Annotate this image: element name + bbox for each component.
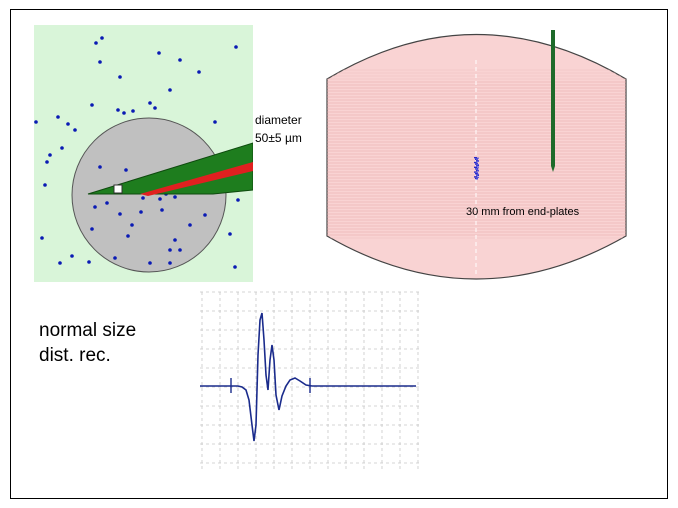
fiber-dot [173,238,177,242]
fiber-dot [158,197,162,201]
fiber-dot [228,232,232,236]
needle-tip-marker [113,184,123,194]
fiber-dot [126,234,130,238]
activity-dot [476,159,478,161]
fiber-dot [213,120,217,124]
activity-dot [476,178,478,180]
fiber-dot [87,260,91,264]
caption-line1: normal size [39,320,137,341]
activity-dot [477,176,479,178]
fiber-dot [113,256,117,260]
fiber-dot [124,168,128,172]
activity-dots [474,157,479,180]
fiber-dot [148,261,152,265]
activity-dot [477,160,479,162]
activity-dot [477,170,479,172]
fiber-dot [173,195,177,199]
fiber-dot [66,122,70,126]
fiber-dot [98,165,102,169]
fiber-dots-scatter [34,36,240,269]
fiber-dot [236,198,240,202]
fiber-dot [139,210,143,214]
activity-dot [474,161,477,164]
fiber-dot [116,108,120,112]
fiber-dot [34,120,38,124]
fiber-dot [233,265,237,269]
recording-caption: normal size dist. rec. [39,318,136,368]
fiber-dot [153,106,157,110]
fiber-dot [122,111,126,115]
fiber-dot [73,128,77,132]
recording-core [140,162,253,196]
fiber-dot [168,261,172,265]
fiber-dot [98,60,102,64]
activity-dot [476,168,478,170]
diameter-label-line2: 50±5 µm [255,131,302,145]
activity-dot [474,176,477,178]
needle-cross-section-panel [34,25,253,282]
fiber-dot [100,36,104,40]
activity-dot [477,157,479,159]
diameter-label-line1: diameter [255,113,302,127]
activity-dot [474,166,477,168]
fiber-dot [105,201,109,205]
diameter-label: diameter 50±5 µm [255,111,302,147]
fiber-dot [197,70,201,74]
fiber-dot [45,160,49,164]
fiber-dot [178,58,182,62]
recording-panel [200,291,420,470]
activity-dot [476,172,478,174]
fiber-dot [131,109,135,113]
fiber-dot [160,208,164,212]
fiber-dot [178,248,182,252]
fiber-dot [60,146,64,150]
fiber-dot [56,115,60,119]
fiber-dot [118,75,122,79]
activity-dot [474,171,477,173]
potential-trace [200,312,416,442]
fiber-dot [168,88,172,92]
fiber-dot [168,248,172,252]
activity-dot [476,175,478,177]
activity-dot [475,173,478,175]
activity-dot [476,162,478,164]
emg-needle [551,30,555,166]
fiber-dot [70,254,74,258]
fiber-dot [90,103,94,107]
fiber-dot [58,261,62,265]
fiber-dot [141,196,145,200]
fiber-dot [188,223,192,227]
fiber-dot [203,213,207,217]
muscle-panel [326,30,627,280]
fiber-dot [40,236,44,240]
end-plates-label: 30 mm from end-plates [466,206,580,218]
fiber-dot [130,223,134,227]
activity-dot [477,173,479,175]
activity-dot [475,163,478,165]
fiber-dot [148,101,152,105]
fiber-dot [43,183,47,187]
fiber-dot [93,205,97,209]
activity-dot [477,164,479,166]
needle-shaft [87,142,253,195]
fiber-dot [90,227,94,231]
fiber-dot [157,51,161,55]
activity-dot [476,165,478,167]
caption-line2: dist. rec. [39,345,111,366]
emg-needle-tip [551,166,555,172]
fiber-dot [48,153,52,157]
fiber-dot [234,45,238,49]
fiber-dot [118,212,122,216]
activity-dot [474,157,477,159]
activity-dot [477,167,479,169]
fiber-dot [94,41,98,45]
